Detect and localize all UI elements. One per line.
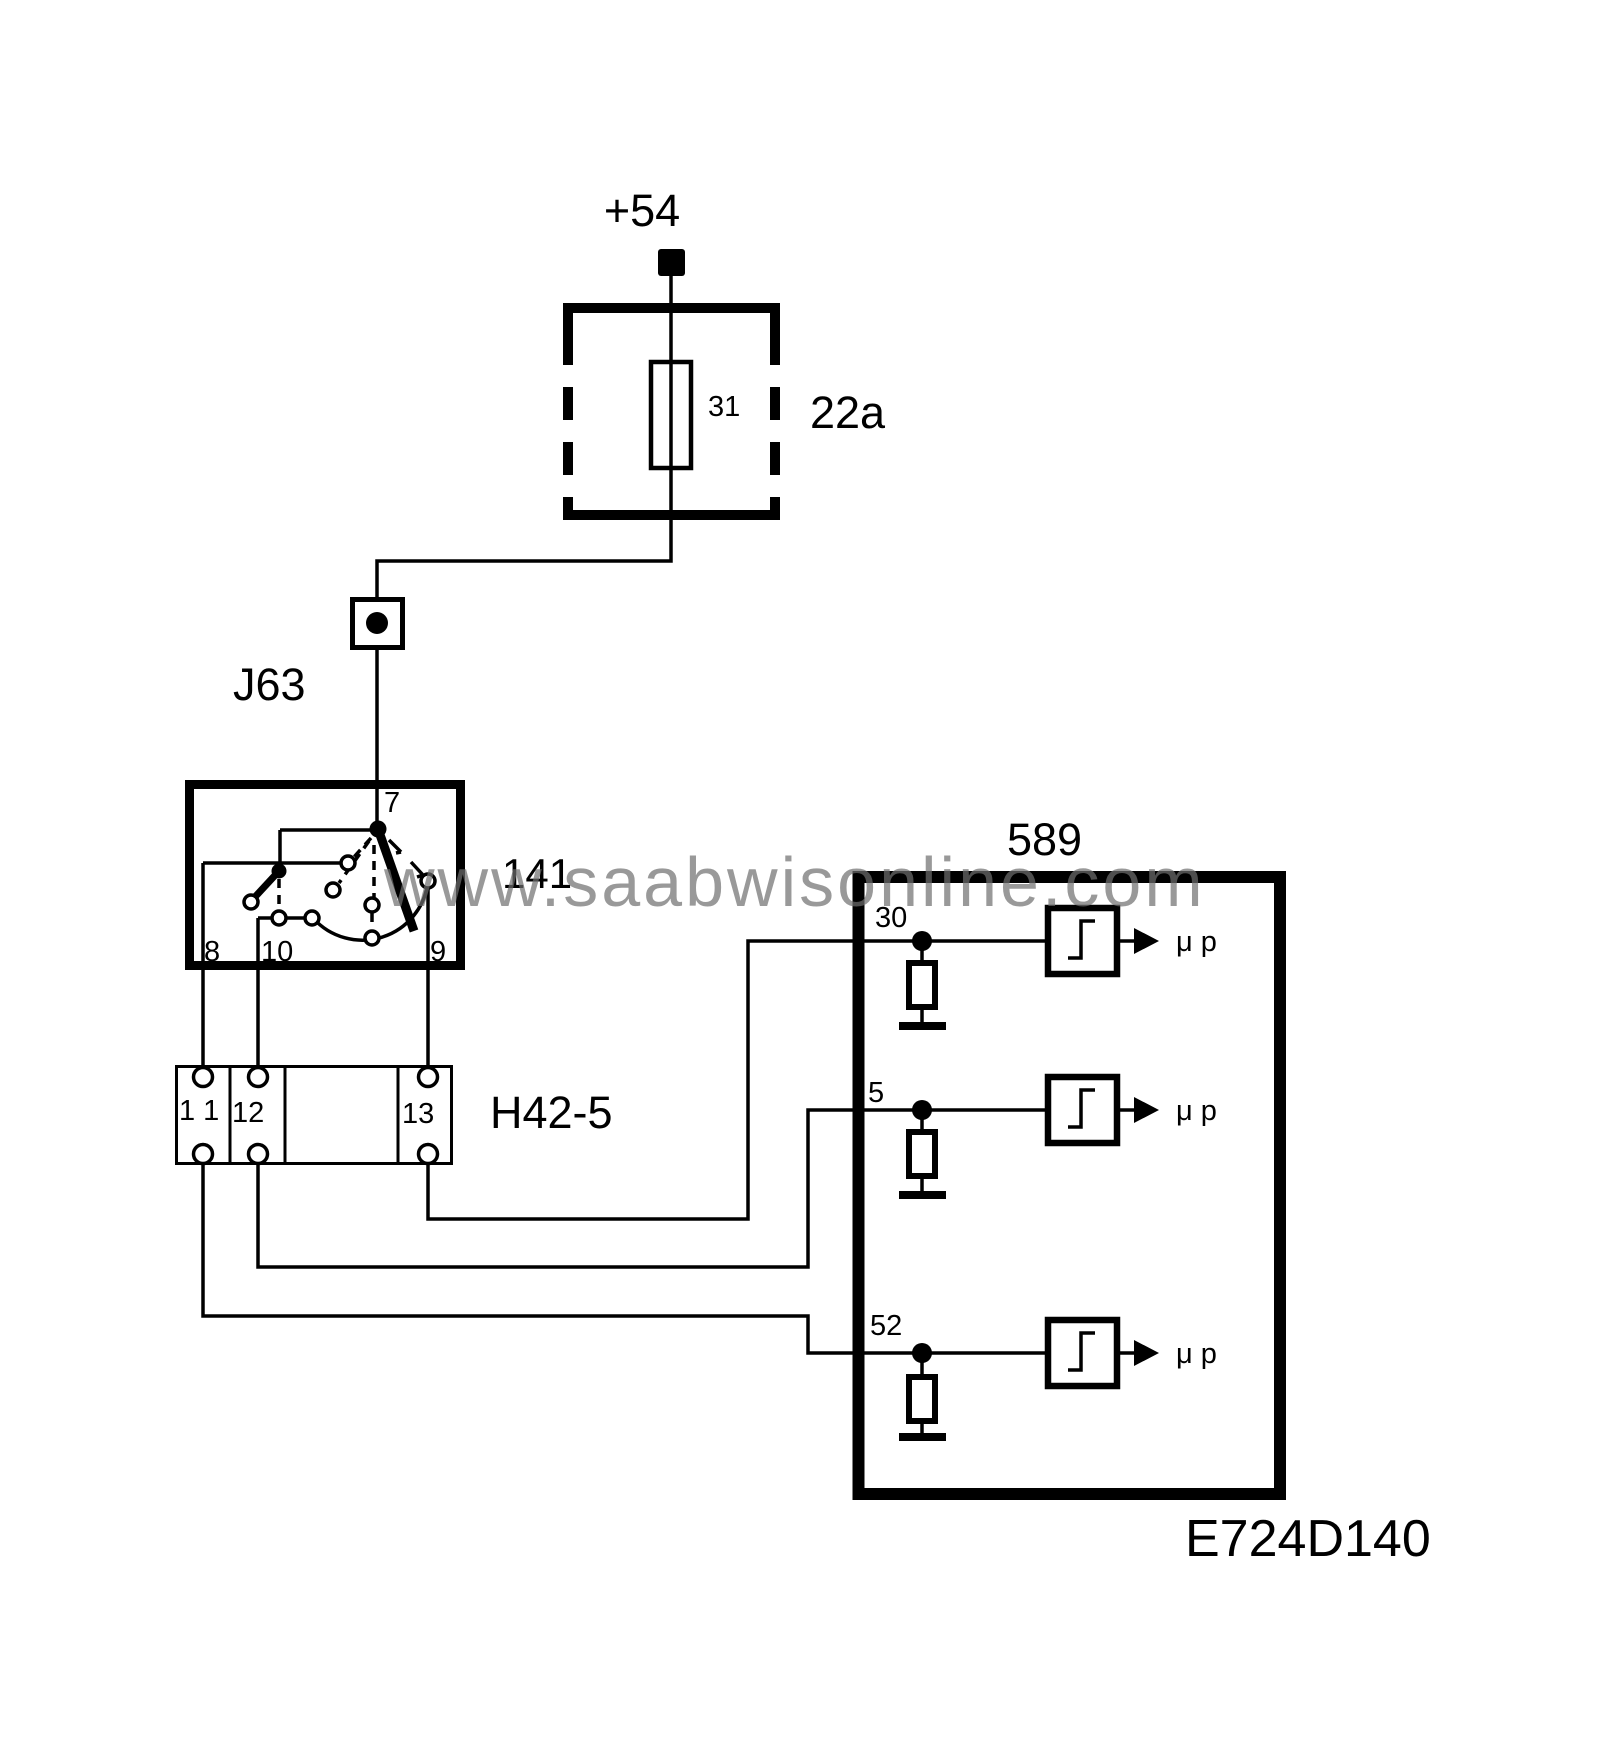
resistor-symbol (906, 1129, 938, 1179)
wire-1-to-52 (201, 1164, 1046, 1355)
h42-pin12-label: 12 (232, 1097, 264, 1129)
switch-contact-icon (339, 854, 357, 872)
switch-fan-dash (337, 839, 371, 885)
output-arrow-icon (1134, 1340, 1159, 1366)
output-arrow-icon (1134, 1097, 1159, 1123)
module-channel-30: 30 μ p (875, 902, 1217, 1030)
switch-pin7-label: 7 (384, 787, 400, 819)
j63-label: J63 (233, 659, 306, 710)
connector-j63: J63 (233, 597, 405, 710)
output-arrow-icon (1134, 928, 1159, 954)
trigger-step-glyph (1068, 919, 1095, 960)
fuse-symbol (648, 359, 694, 471)
h42-pin-circle (416, 1142, 440, 1166)
connector-h42: 1 1 12 13 H42-5 (175, 1065, 613, 1166)
switch-contact-icon (419, 872, 437, 890)
wires (201, 274, 1046, 1355)
module-pin30-label: 30 (875, 902, 907, 934)
diagram-ref-label: E724D140 (1185, 1510, 1431, 1568)
switch-contact-icon (363, 929, 381, 947)
power-terminal-icon (658, 249, 685, 276)
switch-tick-icon (387, 838, 403, 855)
h42-block-outline (175, 1065, 453, 1165)
h42-pin-circle (246, 1065, 270, 1089)
module-pin52-label: 52 (870, 1310, 902, 1342)
resistor-symbol (906, 1374, 938, 1424)
switch-contact-icon (270, 909, 288, 927)
module-channel-5: 5 μ p (868, 1073, 1217, 1199)
module-pin5-label: 5 (868, 1077, 884, 1109)
microprocessor-label: μ p (1176, 926, 1217, 958)
module-channel-52: 52 μ p (870, 1310, 1217, 1441)
switch-contact-icon (363, 896, 381, 914)
switch-contact-icon (324, 881, 342, 899)
wire-power-to-j63 (375, 274, 673, 599)
j63-connector-dot (366, 612, 388, 634)
h42-pin-circle (191, 1142, 215, 1166)
switch-box-outline (185, 780, 465, 970)
h42-pin13-label: 13 (402, 1098, 434, 1130)
fuse-number-label: 31 (708, 391, 740, 423)
resistor-symbol (906, 960, 938, 1010)
wire-13-to-30 (426, 939, 1046, 1221)
switch-141-label: 141 (502, 850, 572, 897)
microprocessor-label: μ p (1176, 1338, 1217, 1370)
fuse-box: 31 22a (563, 303, 886, 520)
h42-label: H42-5 (490, 1087, 613, 1138)
switch-pin9-label: 9 (430, 936, 446, 968)
switch-141: 7 8 10 9 141 (185, 780, 572, 970)
module-outline (852, 871, 1286, 1500)
h42-pin-circle (246, 1142, 270, 1166)
h42-pin-circle (191, 1065, 215, 1089)
switch-pin10-label: 10 (261, 936, 293, 968)
h42-pin-circle (416, 1065, 440, 1089)
j63-connector-box (350, 597, 405, 650)
wire-12-to-5 (256, 1108, 1046, 1269)
switch-contact-arc (311, 880, 430, 942)
aux-switch-lever (251, 868, 282, 901)
switch-pin8-label: 8 (204, 936, 220, 968)
trigger-step-glyph (1068, 1331, 1095, 1372)
module-589-label: 589 (1007, 814, 1082, 865)
microprocessor-label: μ p (1176, 1095, 1217, 1127)
trigger-step-glyph (1068, 1088, 1095, 1129)
switch-lever (373, 827, 419, 933)
watermark: www.saabwisonline.com (383, 843, 1206, 921)
power-feed: +54 (604, 185, 685, 276)
switch-contact-icon (303, 909, 321, 927)
switch-contact-icon (242, 893, 260, 911)
fuse-box-label: 22a (810, 387, 886, 438)
h42-pin1-label: 1 1 (179, 1095, 219, 1127)
power-feed-label: +54 (604, 185, 680, 236)
module-589: 589 30 μ p 5 μ p (852, 814, 1431, 1568)
